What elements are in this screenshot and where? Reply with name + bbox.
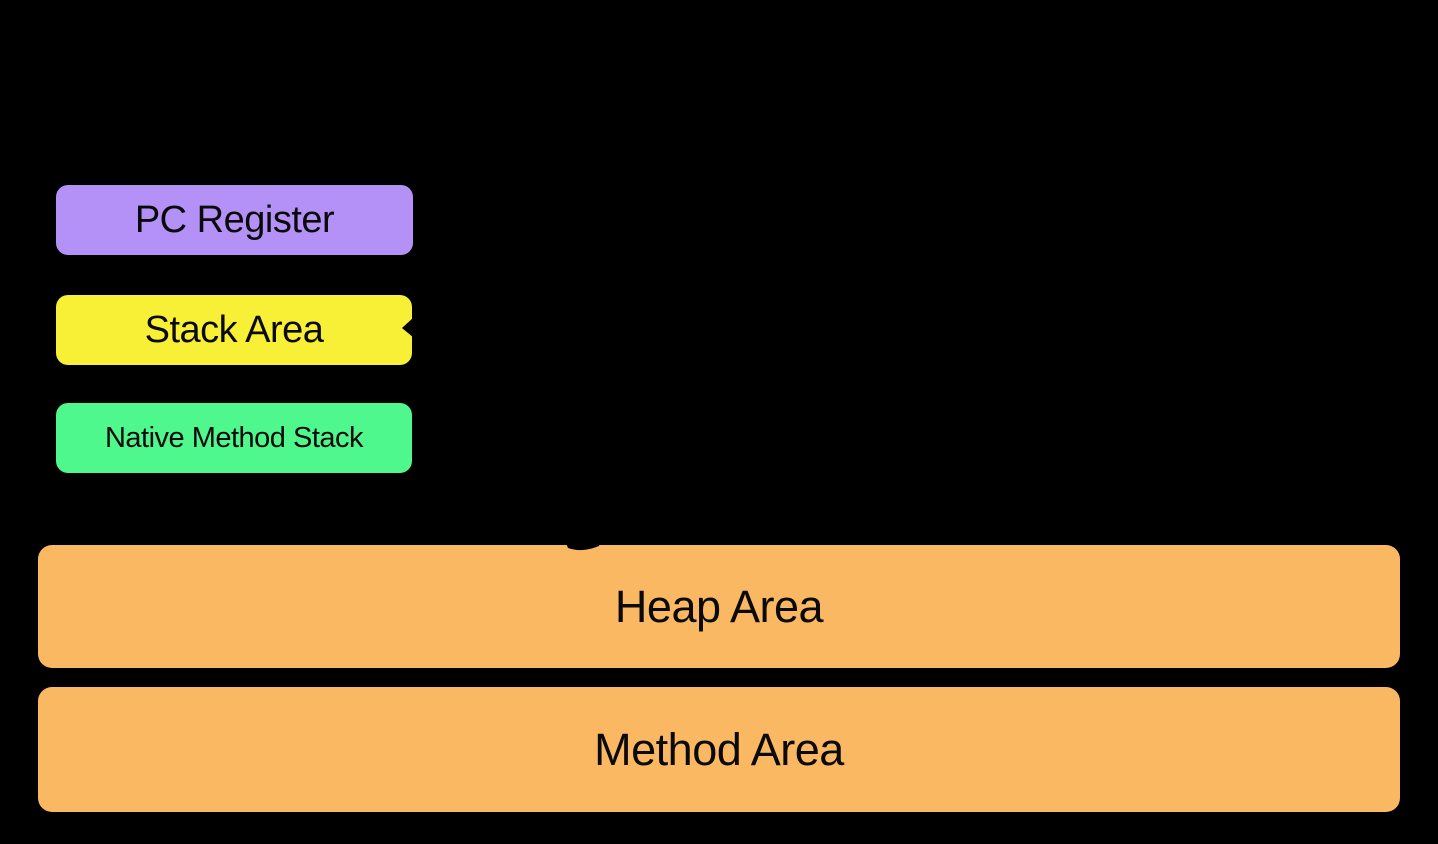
pc-register-label: PC Register	[134, 198, 335, 241]
stack-area-label: Stack Area	[144, 308, 324, 351]
heap-area-box: Heap Area	[38, 545, 1400, 668]
native-method-stack-label: Native Method Stack	[104, 421, 364, 454]
method-area-box: Method Area	[38, 687, 1400, 812]
stack-area-box: Stack Area	[56, 295, 412, 365]
native-method-stack-box: Native Method Stack	[56, 403, 412, 473]
pc-register-box: PC Register	[56, 185, 413, 255]
heap-area-label: Heap Area	[614, 580, 824, 632]
method-area-label: Method Area	[594, 723, 844, 775]
